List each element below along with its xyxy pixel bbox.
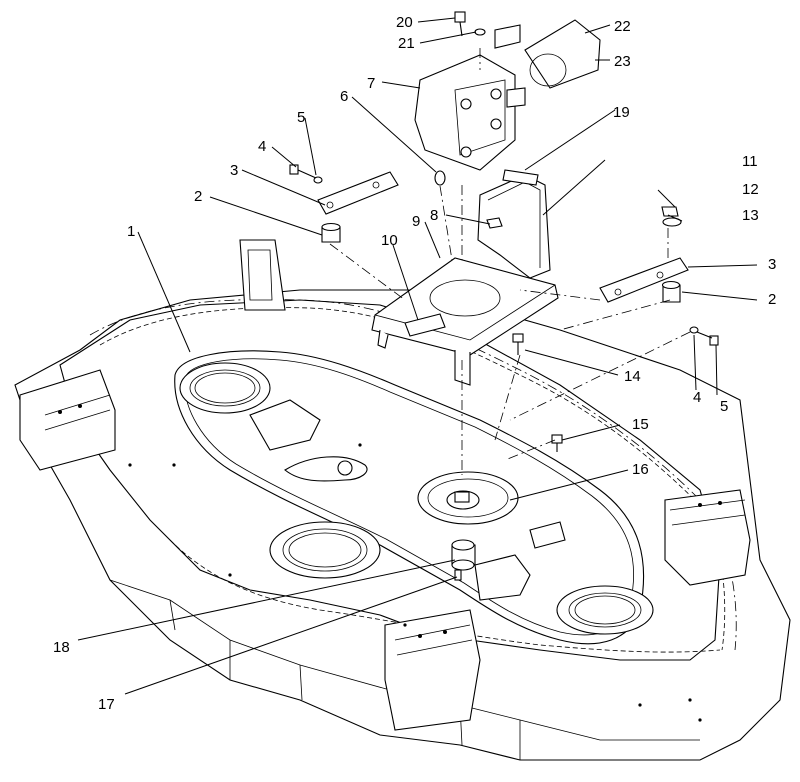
callout-1: 1 (127, 223, 135, 240)
callout-9: 9 (412, 213, 420, 230)
gearbox-assembly (289, 11, 719, 452)
callout-3-upper: 3 (230, 162, 238, 179)
callout-13: 13 (742, 207, 759, 224)
callout-4-lower: 4 (693, 389, 701, 406)
mower-deck (14, 239, 791, 761)
callout-11: 11 (742, 153, 758, 170)
callout-2-upper: 2 (194, 188, 202, 205)
callout-23: 23 (614, 53, 631, 70)
callout-2-lower: 2 (768, 291, 776, 308)
callout-7: 7 (367, 75, 375, 92)
leader-lines (77, 17, 758, 695)
callout-4-upper: 4 (258, 138, 266, 155)
callout-15: 15 (632, 416, 649, 433)
callout-19: 19 (613, 104, 630, 121)
callout-8: 8 (430, 207, 438, 224)
callout-5-upper: 5 (297, 109, 305, 126)
callout-6: 6 (340, 88, 348, 105)
callout-3-lower: 3 (768, 256, 776, 273)
callout-12: 12 (742, 181, 759, 198)
callout-20: 20 (396, 14, 413, 31)
callout-16: 16 (632, 461, 649, 478)
callout-labels: 20 21 22 23 7 6 19 5 4 3 11 12 2 8 13 9 … (53, 14, 776, 713)
callout-17: 17 (98, 696, 115, 713)
callout-18: 18 (53, 639, 70, 656)
callout-14: 14 (624, 368, 641, 385)
callout-21: 21 (398, 35, 415, 52)
alignment-lines (329, 48, 691, 475)
callout-10: 10 (381, 232, 398, 249)
callout-5-lower: 5 (720, 398, 728, 415)
callout-22: 22 (614, 18, 631, 35)
